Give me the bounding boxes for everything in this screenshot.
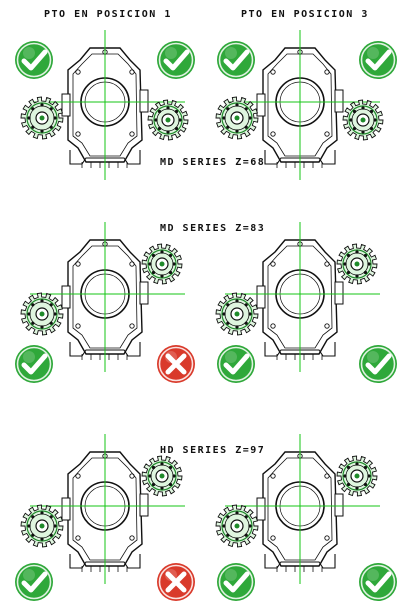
header-position-1: PTO EN POSICION 1: [44, 9, 172, 20]
green-check-icon: [157, 41, 195, 79]
pump-drawing-hd97-pos1: [20, 434, 185, 584]
series-label-md68: MD SERIES Z=68: [160, 157, 266, 168]
green-check-icon: [15, 41, 53, 79]
green-check-icon: [15, 345, 53, 383]
green-check-icon: [217, 563, 255, 601]
green-check-icon: [359, 563, 397, 601]
green-check-icon: [217, 41, 255, 79]
pump-drawing-md83-pos3: [215, 222, 380, 372]
pump-drawing-md68-pos3: [215, 30, 384, 180]
pump-drawing-hd97-pos3: [215, 434, 380, 584]
green-check-icon: [359, 345, 397, 383]
header-position-3: PTO EN POSICION 3: [241, 9, 369, 20]
green-check-icon: [217, 345, 255, 383]
green-check-icon: [15, 563, 53, 601]
red-cross-icon: [157, 563, 195, 601]
series-label-md83: MD SERIES Z=83: [160, 223, 266, 234]
series-label-hd97: HD SERIES Z=97: [160, 445, 266, 456]
pump-drawing-md68-pos1: [20, 30, 189, 180]
green-check-icon: [359, 41, 397, 79]
pump-drawing-md83-pos1: [20, 222, 185, 372]
red-cross-icon: [157, 345, 195, 383]
